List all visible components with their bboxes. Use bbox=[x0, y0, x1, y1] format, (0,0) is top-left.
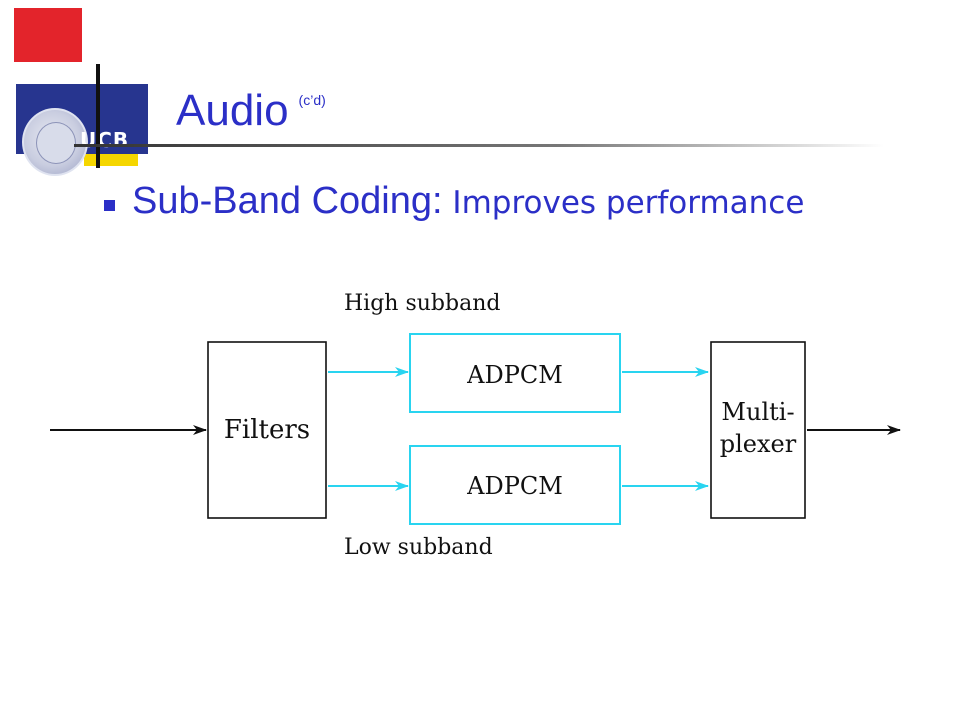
high-subband-label: High subband bbox=[344, 291, 500, 316]
adpcm-bottom-label: ADPCM bbox=[466, 472, 563, 500]
bullet-item: Sub-Band Coding: Improves performance bbox=[132, 180, 804, 223]
multiplexer-label-line2: plexer bbox=[720, 430, 797, 458]
adpcm-top-label: ADPCM bbox=[466, 361, 563, 389]
bullet-icon bbox=[104, 200, 115, 211]
adpcm-top-box bbox=[409, 333, 621, 413]
bullet-lead: Sub-Band Coding: bbox=[132, 180, 443, 222]
title-rule bbox=[74, 144, 884, 147]
page-title: Audio (c’d) bbox=[176, 86, 326, 136]
logo-navy-block: UCB bbox=[16, 84, 148, 176]
filters-box bbox=[207, 341, 327, 519]
logo-text: UCB bbox=[80, 128, 130, 152]
logo-divider bbox=[96, 64, 100, 168]
bullet-rest: Improves performance bbox=[452, 185, 805, 221]
adpcm-bottom-box bbox=[409, 445, 621, 525]
low-subband-label: Low subband bbox=[344, 535, 493, 560]
title-suffix: (c’d) bbox=[298, 92, 326, 108]
multiplexer-label-line1: Multi- bbox=[721, 398, 794, 426]
title-main: Audio bbox=[176, 86, 289, 135]
seal-icon bbox=[22, 108, 88, 176]
filters-label: Filters bbox=[224, 415, 310, 445]
logo-red-block bbox=[14, 8, 82, 62]
multiplexer-box bbox=[710, 341, 806, 519]
